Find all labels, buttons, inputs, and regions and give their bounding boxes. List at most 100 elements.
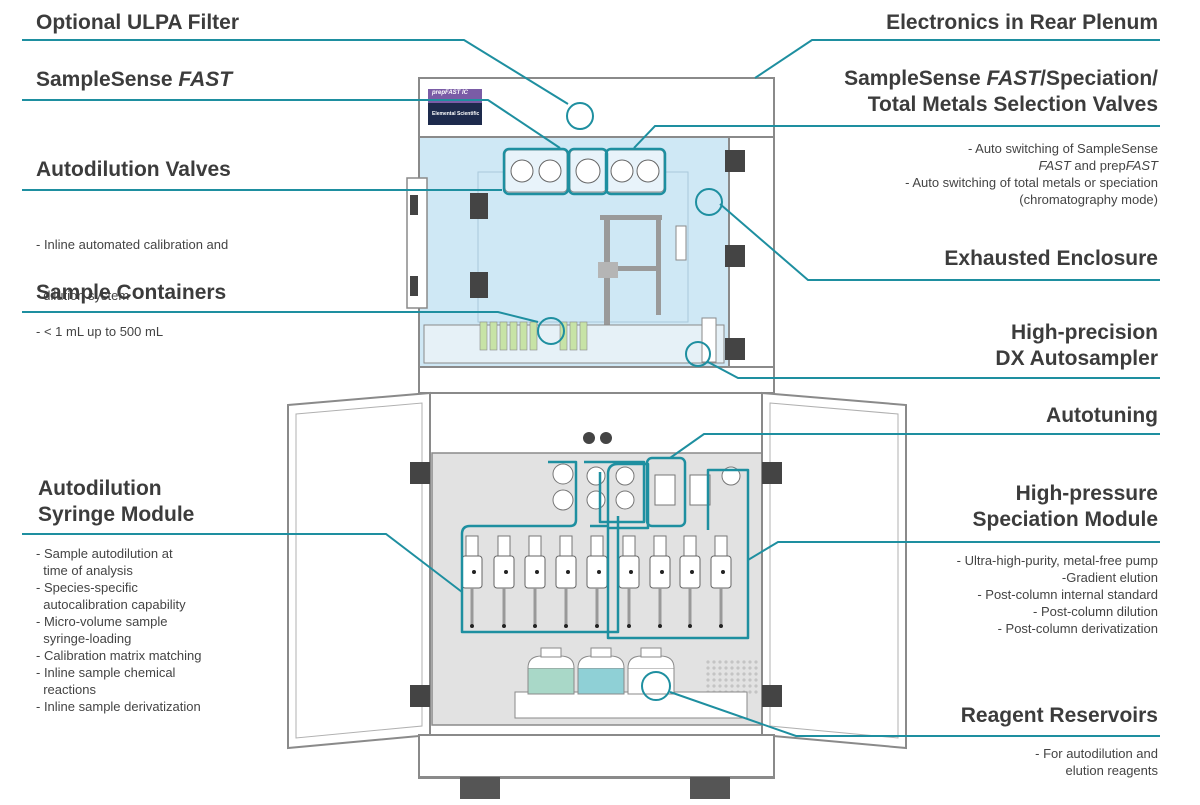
grille-hole (706, 672, 710, 676)
detail-italic: FAST (1038, 158, 1071, 173)
grille-hole (712, 684, 716, 688)
detail-line: - Auto switching of SampleSense (967, 141, 1158, 156)
grille-hole (718, 684, 722, 688)
syringe-rod (470, 588, 474, 624)
pump-heads (552, 463, 741, 511)
autosampler-probe-arm (618, 266, 656, 271)
marker-autosampler (685, 341, 711, 367)
grille-hole (748, 690, 752, 694)
autosampler-rail (600, 215, 662, 220)
sample-tube (579, 321, 588, 351)
detail-line: - Ultra-high-purity, metal-free pump (956, 553, 1158, 568)
sample-tube (509, 321, 518, 351)
syringe-base-dot (564, 624, 568, 628)
syringe-dot (660, 570, 664, 574)
marker-reagent (641, 671, 671, 701)
grille-hole (718, 678, 722, 682)
selection-line1: SampleSense FAST/Speciation/ (844, 66, 1158, 92)
selection-b: /Speciation/ (1040, 67, 1158, 90)
syringe-top (683, 535, 697, 557)
leader-ulpa (22, 39, 569, 105)
reagent-bottles (527, 647, 675, 695)
grille-hole (742, 684, 746, 688)
knob (600, 432, 612, 444)
autotune-block-2 (689, 474, 711, 506)
detail-line: reactions (36, 682, 96, 697)
selection-a: SampleSense (844, 67, 987, 90)
sample-tube (479, 321, 488, 351)
grille-hole (754, 666, 758, 670)
hinge-4 (725, 245, 745, 267)
syringe-top (590, 535, 604, 557)
detail-line: - Auto switching of total metals or spec… (905, 175, 1158, 190)
syringe-base-dot (627, 624, 631, 628)
grille-hole (736, 684, 740, 688)
syringe-top (653, 535, 667, 557)
reagent-bottle (577, 667, 625, 695)
valve-c2 (636, 159, 660, 183)
grille-hole (736, 672, 740, 676)
detail-line: - For autodilution and (1035, 746, 1158, 761)
syringe-rod (533, 588, 537, 624)
reagent-bottle-top (577, 655, 625, 669)
detail-line: - Inline sample derivatization (36, 699, 201, 714)
autosampler-rail-v (656, 215, 661, 315)
syringe-top (559, 535, 573, 557)
door-hinge (762, 685, 782, 707)
syringe-base-dot (595, 624, 599, 628)
grille-hole (748, 684, 752, 688)
detail-line: - Inline sample chemical (36, 665, 176, 680)
pump-head (586, 466, 606, 486)
label-autotuning: Autotuning (1046, 404, 1158, 427)
grille-hole (742, 666, 746, 670)
grille-hole (754, 660, 758, 664)
grille-hole (718, 666, 722, 670)
hp-speciation-details: - Ultra-high-purity, metal-free pump-Gra… (957, 552, 1158, 637)
syringe-rod (595, 588, 599, 624)
detail-line: - Post-column internal standard (977, 587, 1158, 602)
syringe-base-dot (502, 624, 506, 628)
leader-electronics (754, 39, 1160, 79)
selection-valves-details: - Auto switching of SampleSense FAST and… (905, 140, 1158, 208)
sample-tubes (479, 321, 588, 351)
label-syringe-module: Autodilution Syringe Module (38, 476, 194, 528)
syringe-dot (566, 570, 570, 574)
grille-hole (730, 660, 734, 664)
pump-head (615, 466, 635, 486)
marker-exhausted (695, 188, 723, 216)
reagent-bottle (527, 667, 575, 695)
hinge-3 (725, 150, 745, 172)
syringe-top (714, 535, 728, 557)
highlight-selection-valves (604, 147, 667, 196)
mount-slot-2 (410, 276, 418, 296)
grille-hole (706, 684, 710, 688)
syringe-top (622, 535, 636, 557)
pump-head (552, 463, 574, 485)
samplesense-plain: SampleSense (36, 68, 179, 91)
leader-exhausted (719, 203, 1160, 281)
hinge-5 (725, 338, 745, 360)
grille-hole (706, 666, 710, 670)
valve-a1 (510, 159, 534, 183)
hinge-1 (470, 193, 488, 219)
leader-syringe (22, 533, 463, 593)
detail-line: FAST and prepFAST (905, 157, 1158, 174)
syringe-top (465, 535, 479, 557)
brand-label-top: prepFAST IC (432, 90, 469, 96)
reagent-cap (590, 647, 612, 658)
grille-hole (754, 684, 758, 688)
autosampler-head (598, 262, 618, 278)
detail-line: syringe-loading (36, 631, 132, 646)
detail-line: (chromatography mode) (1019, 192, 1158, 207)
pump-head (552, 489, 574, 511)
reagent-bottle-top (527, 655, 575, 669)
reagent-tray (514, 691, 748, 719)
syringes (461, 535, 732, 628)
leader-samplesense (22, 99, 561, 149)
detail-line: - Post-column derivatization (997, 621, 1158, 636)
detail-line: elution reagents (1065, 763, 1158, 778)
grille-hole (724, 672, 728, 676)
sample-containers-details: - < 1 mL up to 500 mL (36, 323, 163, 340)
detail-line: time of analysis (36, 563, 133, 578)
